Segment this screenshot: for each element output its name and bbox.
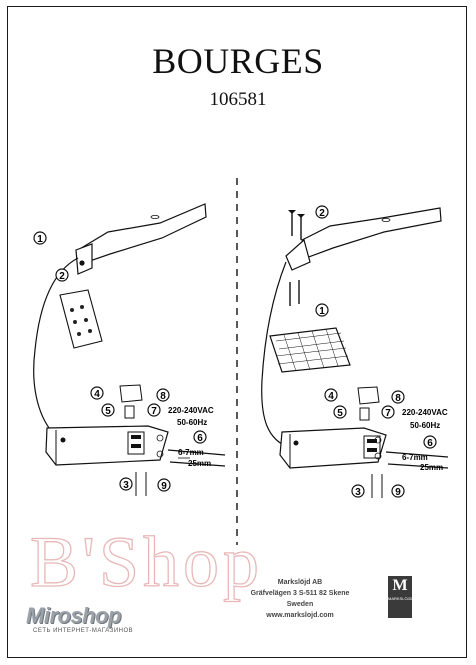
product-title: BOURGES	[152, 41, 324, 81]
driver-box-right	[279, 427, 387, 469]
page-frame	[7, 6, 467, 658]
bracket-right	[285, 238, 311, 271]
step-4-label-right: 4	[328, 391, 334, 402]
lamp-arm-left	[77, 203, 207, 264]
step-8-label-right: 8	[395, 393, 401, 404]
step-2-label: 2	[59, 271, 65, 282]
voltage-label-right: 220-240VAC	[402, 408, 448, 417]
lamp-arm-right	[301, 207, 442, 259]
step-markers-right: 1 2 3 4 5 6 7 8 9	[315, 205, 437, 498]
frequency-label-right: 50-60Hz	[410, 421, 440, 430]
company-website: www.markslojd.com	[266, 612, 334, 619]
markslojd-logo: M MARKSLÖJD	[388, 576, 412, 618]
wall-plate-left	[59, 289, 103, 349]
step-1-label: 1	[37, 234, 43, 245]
bracket-left	[75, 243, 93, 275]
step-9-label: 9	[161, 481, 167, 492]
right-panel: 1 2 3 4 5 6 7 8 9 220-240VAC 50-60Hz 6-7…	[261, 205, 449, 498]
cover-piece-left	[119, 384, 143, 403]
cable-left	[33, 257, 79, 436]
screw-icon	[79, 260, 85, 266]
strip-short-label-right: 6-7mm	[402, 453, 428, 462]
left-panel: 1 2 3 4 5 6 7 8 9 220-240VAC 50-60Hz 6-7…	[33, 203, 226, 496]
article-number: 106581	[209, 89, 267, 110]
step-3-label-right: 3	[355, 487, 361, 498]
frequency-label-left: 50-60Hz	[177, 418, 207, 427]
step-1-label-right: 1	[319, 306, 325, 317]
strip-long-label-left: 25mm	[188, 459, 211, 468]
driver-box-left	[45, 425, 169, 466]
strip-short-label-left: 6-7mm	[178, 448, 204, 457]
step-markers-left: 1 2 3 4 5 6 7 8 9	[33, 231, 207, 492]
step-9-label-right: 9	[395, 487, 401, 498]
step-2-label-right: 2	[319, 208, 325, 219]
step-7-label: 7	[151, 406, 157, 417]
miroshop-tagline: СЕТЬ ИНТЕРНЕТ-МАГАЗИНОВ	[33, 628, 134, 634]
strip-long-label-right: 25mm	[420, 463, 443, 472]
step-5-label: 5	[105, 406, 111, 417]
step-5-label-right: 5	[337, 408, 343, 419]
step-8-label: 8	[160, 391, 166, 402]
bshop-watermark: B'Shop	[30, 522, 263, 602]
step-6-label: 6	[197, 433, 203, 444]
step-6-label-right: 6	[427, 438, 433, 449]
step-3-label: 3	[123, 480, 129, 491]
miroshop-brand: Miroshop	[26, 603, 122, 628]
step-4-label: 4	[94, 389, 100, 400]
company-address: Gräfvelägen 3 S-511 82 Skene	[250, 590, 350, 597]
diffuser-grid-right	[269, 327, 351, 373]
step-7-label-right: 7	[385, 408, 391, 419]
company-name: Markslöjd AB	[277, 579, 323, 586]
cover-piece-right	[357, 386, 380, 405]
voltage-label-left: 220-240VAC	[168, 406, 214, 415]
cable-right	[261, 261, 291, 449]
company-country: Sweden	[286, 601, 314, 608]
